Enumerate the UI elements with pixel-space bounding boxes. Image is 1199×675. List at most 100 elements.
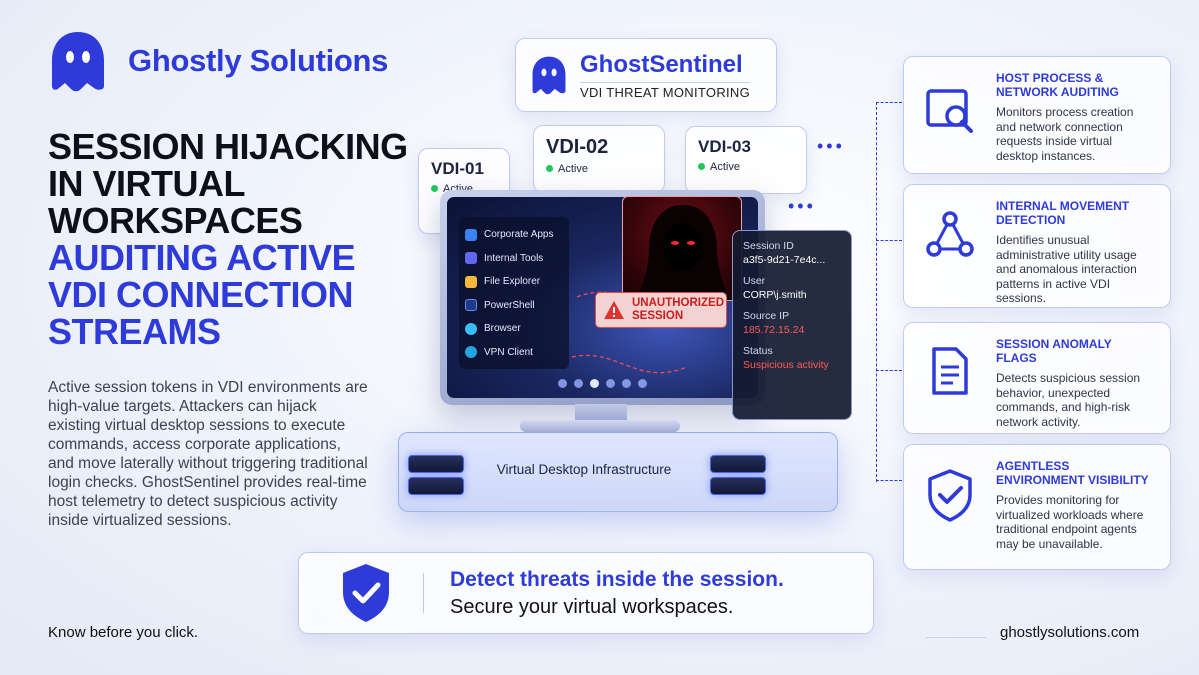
app-item[interactable]: Corporate Apps [465,223,563,247]
app-item-label: Corporate Apps [484,229,554,241]
status-dot-icon [431,185,438,192]
status-dot-icon [546,165,553,172]
user-label: User [743,275,766,287]
brand-name: Ghostly Solutions [128,43,389,78]
vdi-status: Active [698,161,740,173]
app-item[interactable]: Internal Tools [465,247,563,271]
headline-line-blue: AUDITING ACTIVE [48,237,356,278]
attacker-window [622,196,742,301]
app-item[interactable]: Browser [465,317,563,341]
vpn-icon [465,346,477,359]
connector-line [876,240,902,241]
server-icon [408,477,464,495]
taskbar-icon[interactable] [606,379,615,388]
monitor-base [520,420,680,432]
taskbar-icon[interactable] [622,379,631,388]
more-dots-icon: ••• [788,196,816,216]
headline-line: IN VIRTUAL [48,163,246,204]
infrastructure-label: Virtual Desktop Infrastructure [496,461,672,477]
vdi-status-label: Active [558,162,588,175]
feature-title: HOST PROCESS & NETWORK AUDITING [996,71,1119,99]
status-value: Suspicious activity [743,359,829,371]
banner-subline: Secure your virtual workspaces. [450,595,734,618]
user-value: CORP\j.smith [743,289,807,301]
session-info-panel: Session ID a3f5-9d21-7e4c... User CORP\j… [732,230,852,420]
ghost-icon [532,56,566,95]
divider [423,573,424,613]
product-header: GhostSentinel VDI THREAT MONITORING [515,38,777,112]
product-subtitle: VDI THREAT MONITORING [580,81,751,100]
ghost-icon [52,32,104,92]
app-item[interactable]: PowerShell [465,294,563,318]
vdi-title: VDI-01 [431,159,484,178]
feature-card-process-auditing[interactable]: HOST PROCESS & NETWORK AUDITING Monitors… [903,56,1171,174]
feature-desc: Monitors process creation and network co… [996,105,1134,163]
status-dot-icon [698,163,705,170]
more-dots-icon: ••• [817,136,845,156]
taskbar-icon[interactable] [574,379,583,388]
connector-line [876,102,902,103]
session-id-value: a3f5-9d21-7e4c... [743,254,826,266]
server-icon [710,477,766,495]
website-link[interactable]: ghostlysolutions.com [1000,624,1140,641]
feature-card-anomaly-flags[interactable]: SESSION ANOMALY FLAGS Detects suspicious… [903,322,1171,434]
app-item-label: Internal Tools [484,252,544,264]
shield-check-icon [928,469,972,522]
brand: Ghostly Solutions [48,30,388,92]
taskbar-icon[interactable] [638,379,647,388]
taskbar-icon[interactable] [590,379,599,388]
app-item[interactable]: File Explorer [465,270,563,294]
feature-title: AGENTLESS ENVIRONMENT VISIBILITY [996,459,1149,487]
taskbar [447,379,758,388]
folder-icon [465,275,477,288]
vdi-card-02[interactable]: VDI-02 Active [533,125,665,193]
divider [926,637,986,638]
apps-icon [465,228,477,241]
tools-icon [465,252,477,265]
search-window-icon [926,89,973,133]
feature-title: SESSION ANOMALY FLAGS [996,337,1112,365]
product-name: GhostSentinel [580,50,743,78]
status-label: Status [743,345,773,357]
session-id-label: Session ID [743,240,794,252]
connector-line [876,370,902,371]
headline-line-blue: STREAMS [48,311,221,352]
source-ip-value: 185.72.15.24 [743,324,805,336]
hooded-attacker-icon [635,205,731,300]
page-headline: SESSION HIJACKING IN VIRTUAL WORKSPACES … [48,128,428,350]
warning-icon [604,301,624,319]
app-menu: Corporate Apps Internal Tools File Explo… [459,217,569,369]
terminal-icon [465,299,477,312]
headline-line: WORKSPACES [48,200,303,241]
connector-line [876,480,902,481]
intro-paragraph: Active session tokens in VDI environment… [48,379,368,529]
feature-title: INTERNAL MOVEMENT DETECTION [996,199,1130,227]
server-icon [710,455,766,473]
vdi-card-03[interactable]: VDI-03 Active [685,126,807,194]
feature-card-movement-detection[interactable]: INTERNAL MOVEMENT DETECTION Identifies u… [903,184,1171,308]
app-item[interactable]: VPN Client [465,341,563,365]
feature-card-agentless-visibility[interactable]: AGENTLESS ENVIRONMENT VISIBILITY Provide… [903,444,1171,570]
banner-headline: Detect threats inside the session. [450,567,784,591]
network-graph-icon [926,211,974,257]
vdi-status: Active [546,163,588,175]
alert-line1: UNAUTHORIZED [632,297,724,309]
document-icon [932,347,968,395]
source-ip-label: Source IP [743,310,790,322]
unauthorized-session-alert[interactable]: UNAUTHORIZED SESSION [595,292,727,328]
server-icon [408,455,464,473]
app-item-label: PowerShell [484,299,535,311]
taskbar-icon[interactable] [558,379,567,388]
infrastructure-platform [398,432,838,512]
headline-line-blue: VDI CONNECTION [48,274,354,315]
feature-desc: Identifies unusual administrative utilit… [996,233,1137,305]
monitor-stand [575,404,627,424]
app-item-label: File Explorer [484,276,541,288]
feature-desc: Detects suspicious session behavior, une… [996,371,1141,429]
feature-desc: Provides monitoring for virtualized work… [996,493,1144,551]
connector-line [876,102,902,482]
vdi-status-label: Active [710,160,740,173]
browser-icon [465,322,477,335]
shield-check-icon [343,564,389,622]
app-item-label: Browser [484,323,521,335]
